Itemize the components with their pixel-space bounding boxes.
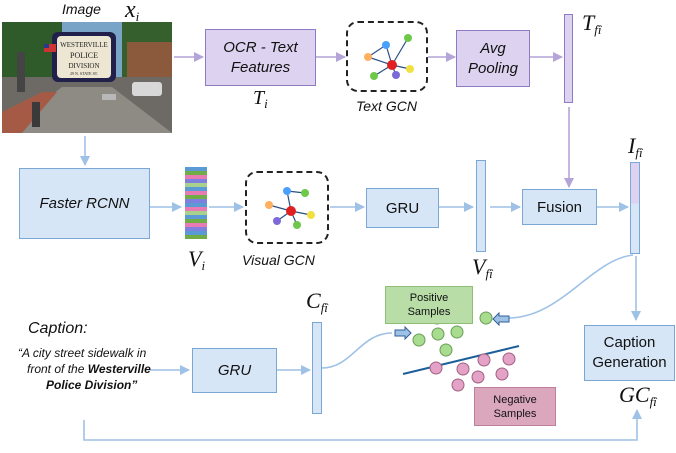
negative-dot bbox=[477, 353, 491, 367]
v-fi-sub: fî bbox=[485, 266, 493, 281]
bottom-return-line bbox=[83, 409, 642, 441]
caption-heading: Caption: bbox=[28, 320, 88, 337]
negative-dot bbox=[495, 367, 509, 381]
curve-ifi-to-samples bbox=[504, 254, 634, 319]
t-fi-vector bbox=[564, 14, 573, 103]
i-fi-label: Ifî bbox=[628, 133, 643, 160]
negative-dot bbox=[451, 378, 465, 392]
t-i-sub: i bbox=[264, 96, 268, 111]
caption-generation-box: Caption Generation bbox=[584, 325, 675, 381]
image-label: Image bbox=[62, 1, 101, 17]
gc-fi-main: GC bbox=[619, 382, 650, 407]
negative-dot bbox=[456, 362, 470, 376]
positive-dot bbox=[479, 311, 493, 325]
t-i-label: Ti bbox=[253, 87, 268, 111]
c-fi-vector bbox=[312, 322, 322, 414]
positive-dot bbox=[431, 327, 445, 341]
faster-rcnn-box: Faster RCNN bbox=[19, 168, 150, 239]
visual-gcn-label: Visual GCN bbox=[242, 252, 315, 268]
ocr-text-features-box: OCR - Text Features bbox=[205, 29, 316, 86]
negative-dots bbox=[429, 352, 516, 392]
positive-dot bbox=[412, 333, 426, 347]
v-fi-vector bbox=[476, 160, 486, 252]
pointer-arrow-right bbox=[492, 311, 510, 327]
gc-fi-label: GCfî bbox=[619, 382, 657, 409]
gc-fi-sub: fî bbox=[649, 394, 657, 409]
caption-line-2: front of the Westerville bbox=[27, 362, 151, 376]
curve-cfi-to-samples bbox=[321, 332, 393, 369]
v-fi-label: Vfî bbox=[472, 254, 493, 281]
sign-line-3: DIVISION bbox=[68, 62, 99, 70]
text-gcn-box bbox=[346, 21, 428, 92]
caption-bold-police-division: Police Division” bbox=[46, 378, 138, 392]
text-graph-icon bbox=[364, 34, 414, 80]
pointer-arrow-left bbox=[394, 325, 412, 341]
positive-dot bbox=[439, 343, 453, 357]
text-gcn-label: Text GCN bbox=[356, 98, 417, 114]
c-fi-sub: fî bbox=[320, 300, 328, 315]
visual-gcn-box bbox=[245, 171, 329, 244]
negative-dot bbox=[502, 352, 516, 366]
v-i-sub: i bbox=[201, 258, 206, 273]
x-i-sub: i bbox=[135, 9, 140, 24]
t-fi-main: T bbox=[582, 10, 595, 35]
negative-dot bbox=[471, 370, 485, 384]
fusion-box: Fusion bbox=[522, 189, 597, 225]
positive-dot bbox=[450, 325, 464, 339]
caption-bold-westerville: Westerville bbox=[87, 362, 151, 376]
x-i-main: x bbox=[125, 0, 136, 23]
t-fi-label: Tfî bbox=[582, 10, 602, 37]
negative-dot bbox=[429, 361, 443, 375]
i-fi-sub: fî bbox=[635, 145, 643, 160]
street-photo: WESTERVILLE POLICE DIVISION 29 N. STATE … bbox=[2, 22, 172, 133]
sign-line-1: WESTERVILLE bbox=[60, 41, 108, 49]
v-i-feature-stack bbox=[185, 167, 207, 239]
x-i-label: xi bbox=[125, 0, 139, 24]
street-scene-image: WESTERVILLE POLICE DIVISION 29 N. STATE … bbox=[2, 22, 172, 133]
v-i-label: Vi bbox=[188, 246, 206, 273]
avg-pooling-box: Avg Pooling bbox=[456, 30, 530, 87]
sign-line-4: 29 N. STATE ST. bbox=[70, 71, 98, 76]
caption-line-1: “A city street sidewalk in bbox=[18, 346, 147, 360]
i-fi-vector bbox=[630, 162, 640, 254]
gru-visual-box: GRU bbox=[366, 188, 439, 228]
v-i-main: V bbox=[188, 246, 202, 271]
sample-separator-line bbox=[402, 345, 520, 375]
caption-line-3: Police Division” bbox=[46, 378, 137, 392]
sign-line-2: POLICE bbox=[70, 51, 98, 60]
positive-samples-box: Positive Samples bbox=[385, 286, 473, 324]
c-fi-main: C bbox=[306, 288, 321, 313]
t-fi-sub: fî bbox=[594, 22, 602, 37]
i-fi-main: I bbox=[628, 133, 636, 158]
t-i-main: T bbox=[253, 87, 265, 109]
v-fi-main: V bbox=[472, 254, 486, 279]
gru-caption-box: GRU bbox=[192, 348, 277, 393]
c-fi-label: Cfî bbox=[306, 288, 328, 315]
caption-line-2-text: front of the bbox=[27, 362, 88, 376]
visual-graph-icon bbox=[265, 187, 315, 229]
negative-samples-box: Negative Samples bbox=[474, 387, 556, 426]
